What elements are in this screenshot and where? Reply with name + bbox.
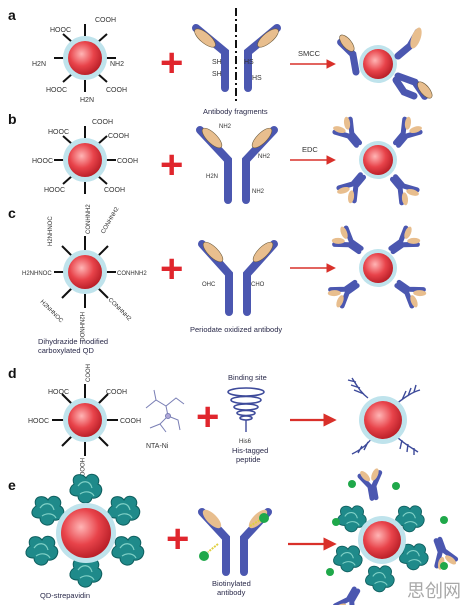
ligand-label: H2NHNOC [39,299,65,325]
ligand-label: CONHNH2 [101,206,121,235]
ligand-label: CONHNH2 [86,204,92,234]
thiol-label: HS [244,59,254,66]
plus-sign: + [196,395,219,439]
his-tagged-peptide [228,388,264,432]
panel-letter: d [8,365,17,381]
panel-letter: b [8,111,17,127]
thiol-label: HS [252,75,262,82]
ligand-label: COOH [120,418,141,425]
ligand-label: COOH [95,17,116,24]
panel-d: d HOOC COOH HOOC COOH COOH HOOC NTA-Ni +… [8,364,420,477]
ligand-label: HOOC [44,187,65,194]
nta-ni-molecule [146,390,184,432]
ligand-label: H2N [80,97,94,104]
reagent-label: SMCC [298,49,321,58]
conjugate-product-d [348,378,420,455]
binding-site-label: Binding site [228,373,267,382]
amine-label: H2N [206,174,218,180]
panel-a: a HOOC COOH NH2 COOH H2N HOOC H2N + [8,7,438,116]
ligand-label: HOOC [48,389,69,396]
amine-label: NH2 [219,124,232,130]
ligand-label: HOOC [28,418,49,425]
caption: Dihydrazide modified [38,337,108,346]
ligand-label: NH2 [110,61,124,68]
plus-sign: + [160,247,183,291]
ligand-label: COOH [106,389,127,396]
ligand-label: COOH [106,87,127,94]
aldehyde-label: CHO [251,282,265,288]
ligand-label: HOOC [32,158,53,165]
ligand-label: CONHNH2 [117,271,147,277]
amine-label: NH2 [258,154,271,160]
plus-sign: + [166,517,189,561]
quantum-dot-a [54,24,116,92]
caption: carboxylated QD [38,346,94,355]
caption: Biotinylated [212,579,251,588]
ligand-label: HOOC [48,129,69,136]
panel-letter: e [8,477,16,493]
plus-sign: + [160,41,183,85]
plus-sign: + [160,143,183,187]
peptide-label: peptide [236,455,261,464]
panel-b: b HOOC COOH HOOC COOH COOH HOOC COOH + N… [8,111,425,208]
caption: Periodate oxidized antibody [190,325,282,334]
caption: QD-strepavidin [40,591,90,600]
ligand-label: H2N [32,61,46,68]
peptide-label: His-tagged [232,446,268,455]
thiol-label: SH [212,59,222,66]
reagent-label: EDC [302,145,318,154]
qd-streptavidin [26,474,144,587]
nta-label: NTA-Ni [146,443,169,450]
panel-e: e QD-strepavidin + Biotinylated antibody [8,466,459,605]
ligand-label: H2NHNOC [22,271,52,277]
biotinylated-antibody [199,507,270,572]
thiol-label: SH [212,71,222,78]
panel-letter: a [8,7,16,23]
conjugate-product-a [336,26,438,102]
caption: antibody [217,588,246,597]
ligand-label: COOH [108,133,129,140]
ligand-label: H2NHNOC [48,216,54,246]
panel-c: c H2NHNOC CONHNH2 CONHNH2 H2NHNOC CONHNH… [8,204,429,355]
ligand-label: HOOC [46,87,67,94]
his-label: His6 [239,439,252,445]
ligand-label: COOH [104,187,125,194]
ligand-label: COOH [86,364,92,382]
ligand-label: HOOC [78,458,84,477]
ligand-label: HOOC [50,27,71,34]
aldehyde-label: OHC [202,282,216,288]
quantum-dot-b [54,126,116,194]
antibody-fragments [192,8,281,102]
ligand-label: CONHNH2 [107,297,133,323]
watermark: 思创网 [407,577,461,603]
conjugate-product-b [330,114,425,208]
quantum-dot-c [54,236,116,308]
antibody-c [200,239,275,312]
amine-label: NH2 [252,189,265,195]
ligand-label: COOH [117,158,138,165]
caption: Antibody fragments [203,107,268,116]
panel-letter: c [8,205,16,221]
ligand-label: COOH [92,119,113,126]
conjugate-product-c [325,224,429,311]
